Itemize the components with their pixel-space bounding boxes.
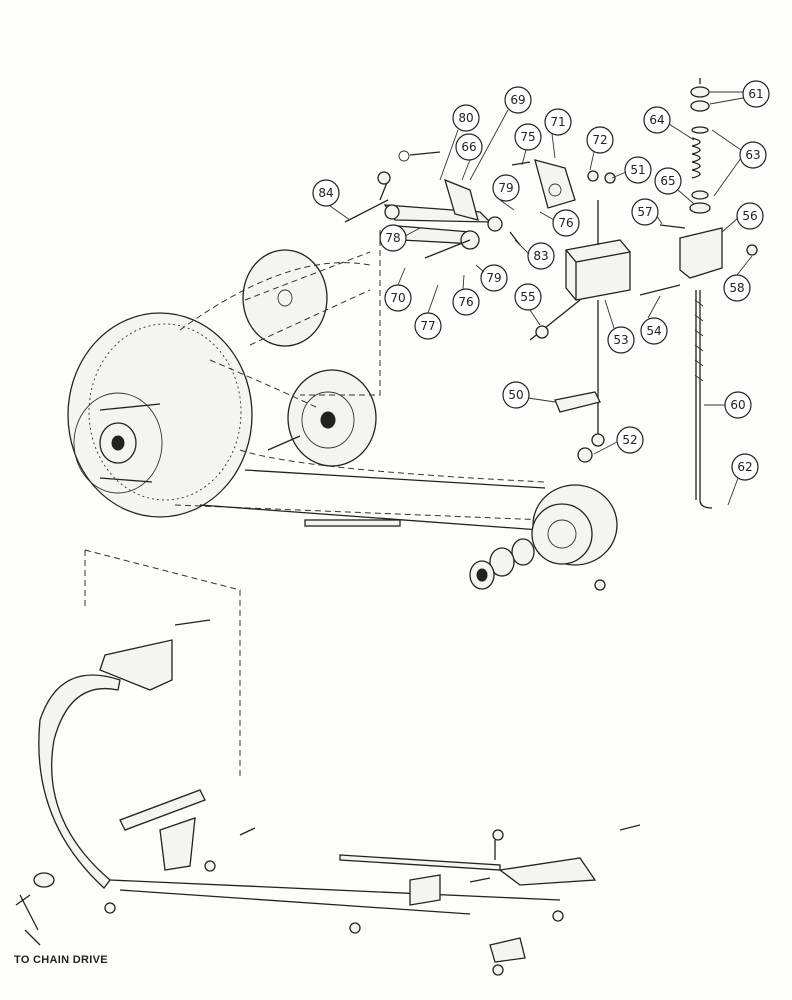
large-pulley <box>67 312 253 518</box>
clutch-assembly <box>469 484 618 591</box>
callout-number: 79 <box>486 271 501 285</box>
callout-number: 78 <box>385 231 400 245</box>
callout-number: 69 <box>510 93 525 107</box>
callout-61: 61 <box>742 80 770 108</box>
callout-number: 54 <box>646 324 661 338</box>
callout-72: 72 <box>586 126 614 154</box>
callout-number: 75 <box>520 130 535 144</box>
callout-55: 55 <box>514 283 542 311</box>
callout-50: 50 <box>502 381 530 409</box>
callout-62: 62 <box>731 453 759 481</box>
callout-57: 57 <box>631 198 659 226</box>
chain-drive-caption: TO CHAIN DRIVE <box>14 954 108 966</box>
callout-80: 80 <box>452 104 480 132</box>
callout-63: 63 <box>739 141 767 169</box>
callout-84: 84 <box>312 179 340 207</box>
callout-number: 79 <box>498 181 513 195</box>
mounting-bracket <box>529 170 681 463</box>
callout-83: 83 <box>527 242 555 270</box>
callout-79-b: 79 <box>480 264 508 292</box>
callout-54: 54 <box>640 317 668 345</box>
callout-number: 58 <box>729 281 744 295</box>
drive-belt <box>174 262 546 521</box>
leader-lines <box>329 91 753 506</box>
callout-group: 69 80 71 75 72 66 51 84 79 76 78 83 79 7… <box>312 80 770 481</box>
callout-77: 77 <box>414 312 442 340</box>
callout-number: 65 <box>660 174 675 188</box>
callout-78: 78 <box>379 224 407 252</box>
callout-52: 52 <box>616 426 644 454</box>
callout-70: 70 <box>384 284 412 312</box>
callout-number: 50 <box>508 388 523 402</box>
callout-76-a: 76 <box>552 209 580 237</box>
callout-76-b: 76 <box>452 288 480 316</box>
callout-number: 53 <box>613 333 628 347</box>
callout-64: 64 <box>643 106 671 134</box>
callout-51: 51 <box>624 156 652 184</box>
callout-number: 56 <box>742 209 757 223</box>
callout-number: 70 <box>390 291 405 305</box>
belt-upper <box>199 504 541 531</box>
callout-number: 62 <box>737 460 752 474</box>
callout-number: 83 <box>533 249 548 263</box>
callout-71: 71 <box>544 108 572 136</box>
callout-number: 84 <box>318 186 333 200</box>
callout-number: 61 <box>748 87 763 101</box>
callout-60: 60 <box>724 391 752 419</box>
callout-number: 72 <box>592 133 607 147</box>
spring-rod-assembly <box>659 78 758 509</box>
callout-number: 66 <box>461 140 476 154</box>
callout-58: 58 <box>723 274 751 302</box>
idler-pulley <box>267 369 377 467</box>
idler-linkage <box>300 150 576 396</box>
belt-lower <box>244 469 546 489</box>
pulley-disc <box>242 249 371 347</box>
belt-section <box>304 519 401 527</box>
callout-number: 64 <box>649 113 664 127</box>
callout-79-a: 79 <box>492 174 520 202</box>
callout-66: 66 <box>455 133 483 161</box>
callout-53: 53 <box>607 326 635 354</box>
callout-number: 51 <box>630 163 645 177</box>
callout-number: 57 <box>637 205 652 219</box>
callout-75: 75 <box>514 123 542 151</box>
callout-number: 77 <box>420 319 435 333</box>
callout-number: 71 <box>550 115 565 129</box>
callout-number: 63 <box>745 148 760 162</box>
callout-65: 65 <box>654 167 682 195</box>
callout-number: 55 <box>520 290 535 304</box>
callout-56: 56 <box>736 202 764 230</box>
callout-number: 76 <box>558 216 573 230</box>
callout-number: 80 <box>458 111 473 125</box>
lower-linkage <box>15 549 641 976</box>
callout-number: 76 <box>458 295 473 309</box>
callout-number: 52 <box>622 433 637 447</box>
callout-number: 60 <box>730 398 745 412</box>
callout-69: 69 <box>504 86 532 114</box>
